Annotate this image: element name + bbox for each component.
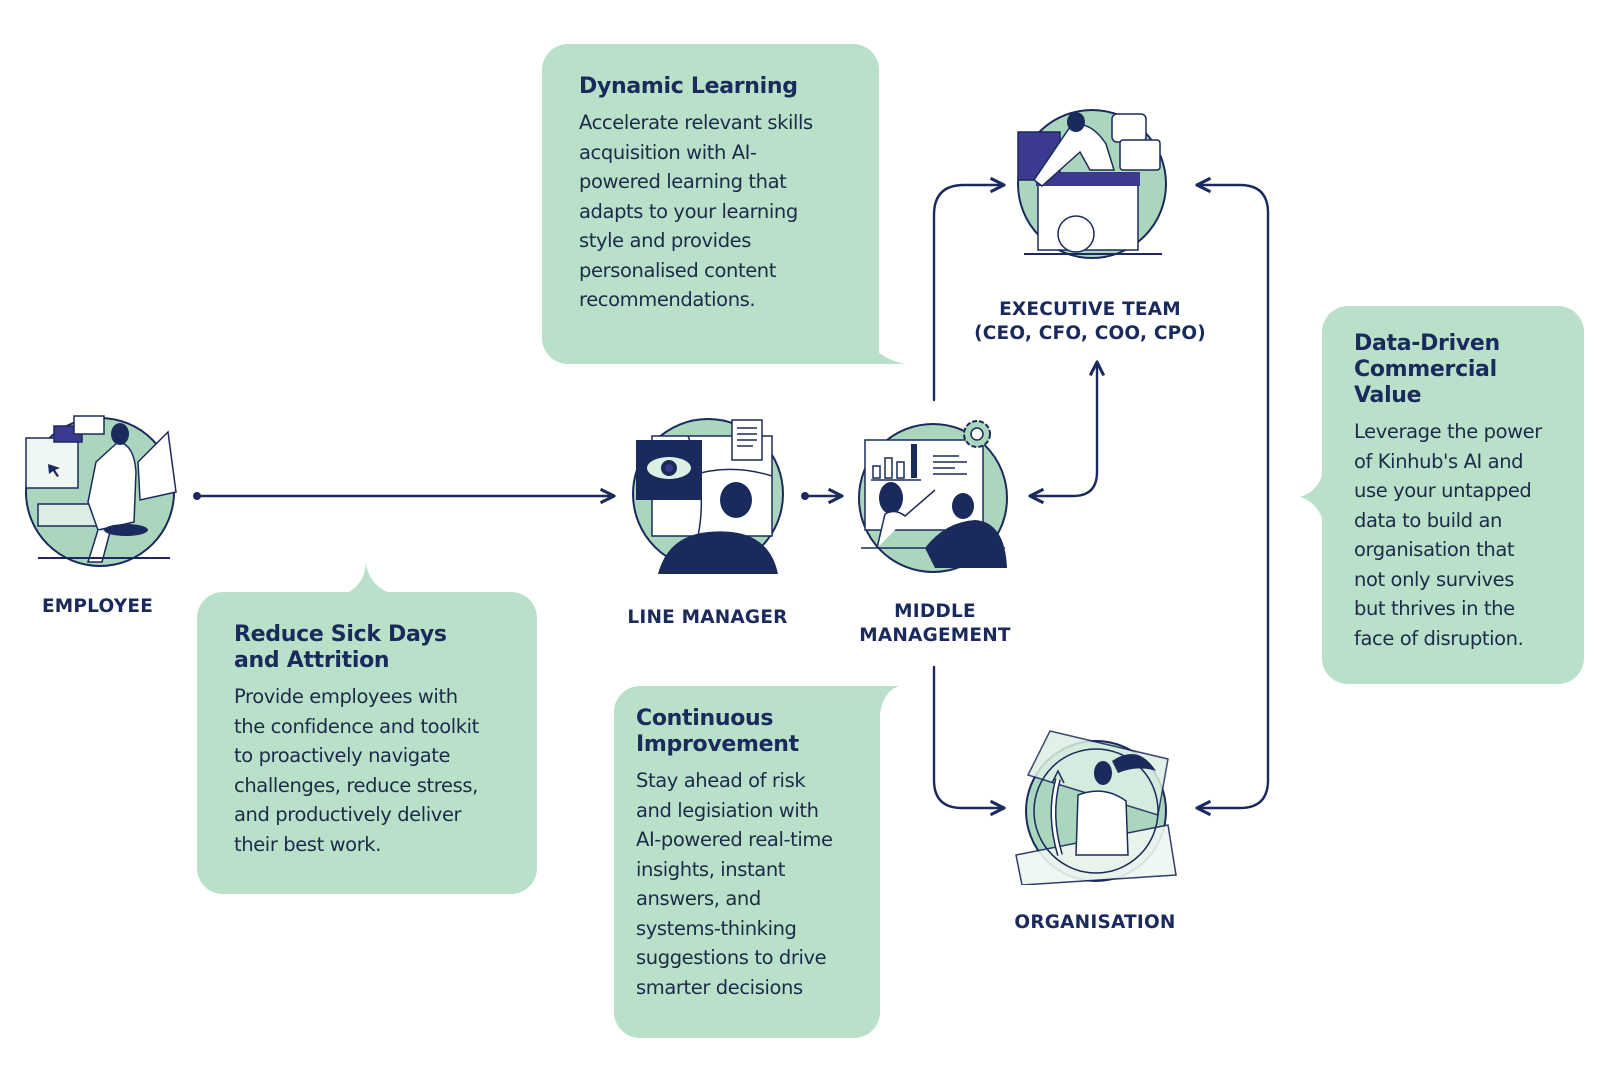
manager-monitor-eye-icon <box>632 418 784 574</box>
card-title: Dynamic Learning <box>579 74 798 99</box>
card-body: Stay ahead of risk and legisiation with … <box>636 769 833 999</box>
card-body: Provide employees with the confidence an… <box>234 685 479 856</box>
arrow-middle-management-to-executive <box>932 185 1004 402</box>
node-label-line-manager: LINE MANAGER <box>627 607 788 628</box>
organisation-flag-icon <box>1015 730 1177 885</box>
executive-desk-icon <box>1017 109 1167 259</box>
node-label-executive-team: EXECUTIVE TEAM(CEO, CFO, COO, CPO) <box>974 299 1206 344</box>
presentation-chart-icon <box>858 420 1008 573</box>
card-dynamic-learning: Dynamic Learning Accelerate relevant ski… <box>542 44 879 364</box>
arrow-loop-organisation-executive <box>1197 185 1270 808</box>
arrow-executive-to-middle-management <box>1030 362 1097 496</box>
card-body: Accelerate relevant skills acquisition w… <box>579 111 813 311</box>
arrow-middle-management-to-organisation <box>932 665 1004 808</box>
employee-at-desk-icon <box>25 415 177 567</box>
card-body: Leverage the power of Kinhub's AI and us… <box>1354 420 1542 650</box>
node-label-organisation: ORGANISATION <box>1014 912 1176 933</box>
node-label-employee: EMPLOYEE <box>41 596 154 617</box>
